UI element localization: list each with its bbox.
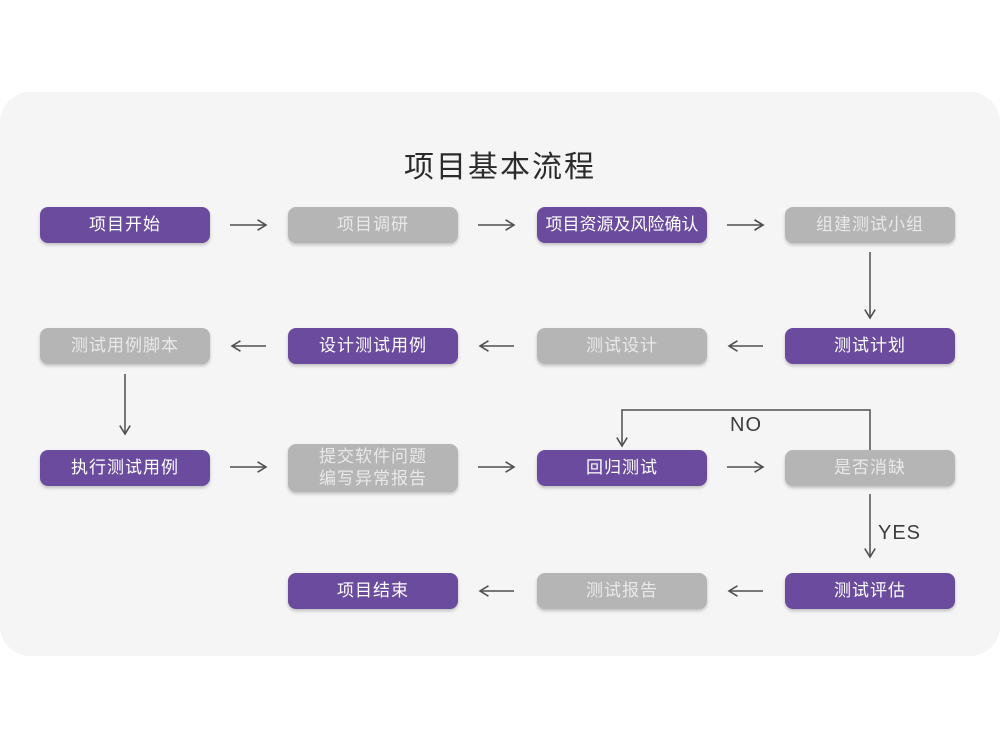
node-label: 是否消缺 [834, 458, 906, 477]
node-regression-test: 回归测试 [537, 450, 707, 486]
node-execute-test-cases: 执行测试用例 [40, 450, 210, 486]
node-label-line1: 提交软件问题 [319, 447, 427, 466]
node-submit-issues-report: 提交软件问题 编写异常报告 [288, 444, 458, 492]
node-label-line2: 编写异常报告 [319, 469, 427, 488]
node-project-research: 项目调研 [288, 207, 458, 243]
node-design-test-cases: 设计测试用例 [288, 328, 458, 364]
node-label: 项目结束 [337, 581, 409, 600]
node-test-design: 测试设计 [537, 328, 707, 364]
node-label: 测试用例脚本 [71, 336, 179, 355]
flowchart-card [0, 92, 1000, 656]
node-defect-resolved: 是否消缺 [785, 450, 955, 486]
node-test-plan: 测试计划 [785, 328, 955, 364]
node-label: 回归测试 [586, 458, 658, 477]
node-test-case-script: 测试用例脚本 [40, 328, 210, 364]
node-test-report: 测试报告 [537, 573, 707, 609]
node-label: 测试计划 [834, 336, 906, 355]
node-label: 测试设计 [586, 336, 658, 355]
edge-label-no: NO [730, 414, 762, 436]
node-test-evaluation: 测试评估 [785, 573, 955, 609]
node-build-test-team: 组建测试小组 [785, 207, 955, 243]
edge-label-yes: YES [878, 522, 922, 544]
node-project-end: 项目结束 [288, 573, 458, 609]
node-label: 项目资源及风险确认 [545, 215, 699, 234]
node-label: 执行测试用例 [71, 458, 179, 477]
node-label: 设计测试用例 [319, 336, 427, 355]
node-resource-risk-confirm: 项目资源及风险确认 [537, 207, 707, 243]
node-label: 组建测试小组 [816, 215, 924, 234]
page-title: 项目基本流程 [404, 151, 596, 184]
node-label: 测试报告 [586, 581, 658, 600]
node-label: 测试评估 [834, 581, 906, 600]
node-label: 项目调研 [337, 215, 409, 234]
node-project-start: 项目开始 [40, 207, 210, 243]
node-label: 项目开始 [89, 215, 161, 234]
